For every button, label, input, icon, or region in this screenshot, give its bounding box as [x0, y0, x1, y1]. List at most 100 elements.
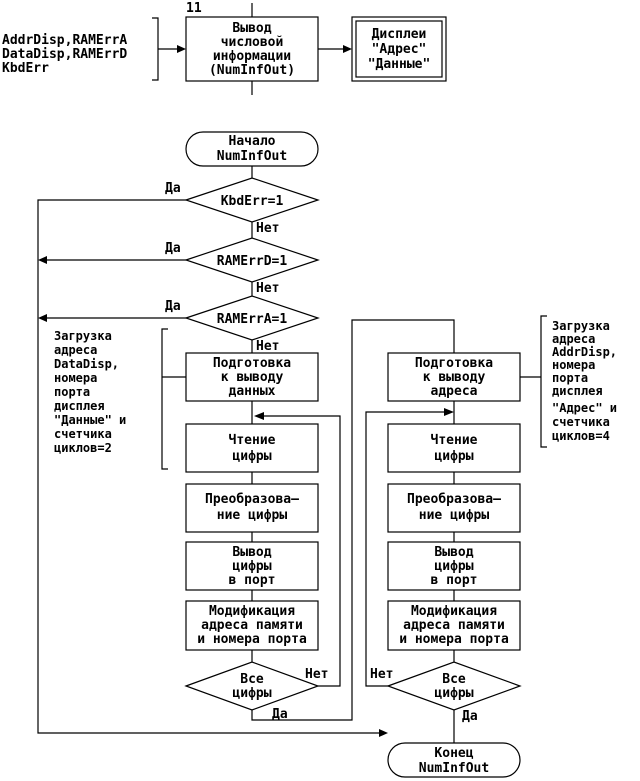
- right-modify-block: [387, 600, 521, 651]
- right-comment-5: порта: [552, 371, 588, 385]
- decision-ramerra: [184, 295, 320, 341]
- right-prepare-2: к выводу: [423, 370, 486, 385]
- arrowhead: [38, 314, 47, 322]
- left-loop-line: [264, 415, 341, 687]
- no-label: Нет: [256, 339, 279, 354]
- right-read-block: [387, 423, 521, 473]
- left-prepare-1: Подготовка: [213, 356, 291, 371]
- decision-ramerra-label: RAMErrA=1: [217, 312, 288, 327]
- right-comment: Загрузка адреса AddrDisp, номера порта д…: [552, 319, 617, 443]
- input-line-1: AddrDisp,RAMErrA: [2, 33, 127, 48]
- left-exit-line: [251, 319, 455, 721]
- start-label-1: Начало: [229, 134, 276, 149]
- left-convert-1: Преобразова–: [205, 492, 299, 507]
- left-comment-2: адреса: [54, 343, 97, 357]
- yes-label: Да: [165, 181, 181, 196]
- right-read-2: цифры: [434, 449, 473, 464]
- right-comment-1: Загрузка: [552, 319, 610, 333]
- decision-all-left: [184, 661, 320, 711]
- left-comment-8: счетчика: [54, 427, 112, 441]
- left-comment-brace: [161, 328, 168, 470]
- right-comment-3: AddrDisp,: [552, 345, 617, 359]
- right-output-2: цифры: [434, 559, 473, 574]
- decision-kbderr: [184, 177, 320, 223]
- block-number: 11: [186, 1, 202, 16]
- left-comment-4: номера: [54, 371, 97, 385]
- right-prepare-1: Подготовка: [415, 356, 493, 371]
- right-modify-2: адреса памяти: [403, 618, 505, 633]
- input-line-3: KbdErr: [2, 61, 49, 76]
- display-label-3: "Данные": [368, 57, 431, 72]
- end-terminal: [387, 742, 521, 778]
- decision-ramerrd-label: RAMErrD=1: [217, 254, 288, 269]
- inputs-brace: [152, 17, 159, 81]
- decision-all-right: [386, 661, 522, 711]
- left-modify-1: Модификация: [209, 604, 295, 619]
- yes-label: Да: [165, 241, 181, 256]
- left-output-2: цифры: [232, 559, 271, 574]
- right-comment-4: номера: [552, 358, 595, 372]
- no-label: Нет: [305, 667, 328, 682]
- left-prepare-3: данных: [229, 384, 276, 399]
- block-label-4: (NumInfOut): [209, 63, 295, 78]
- left-all-1: Все: [240, 672, 264, 687]
- left-read-block: [185, 423, 319, 473]
- left-modify-3: и номера порта: [197, 632, 307, 647]
- display-label-2: "Адрес": [372, 42, 427, 57]
- right-modify-3: и номера порта: [399, 632, 509, 647]
- left-modify-2: адреса памяти: [201, 618, 303, 633]
- decision-ramerrd: [184, 237, 320, 283]
- left-modify-block: [185, 600, 319, 651]
- arrowhead: [379, 729, 388, 737]
- no-label: Нет: [370, 667, 393, 682]
- left-prepare-block: [185, 352, 319, 402]
- left-all-2: цифры: [232, 686, 271, 701]
- left-comment-7: "Данные" и: [54, 413, 126, 427]
- display-block-outer: [351, 16, 447, 82]
- right-modify-1: Модификация: [411, 604, 497, 619]
- left-read-2: цифры: [232, 449, 271, 464]
- block-label-3: информации: [213, 49, 291, 64]
- left-comment: Загрузка адреса DataDisp, номера порта д…: [54, 329, 126, 455]
- start-label-2: NumInfOut: [217, 149, 287, 164]
- arrowhead: [254, 412, 264, 420]
- right-output-3: в порт: [431, 573, 478, 588]
- right-comment-9: циклов=4: [552, 429, 610, 443]
- left-comment-6: дисплея: [54, 399, 105, 413]
- end-label-2: NumInfOut: [419, 761, 489, 776]
- right-prepare-3: адреса: [431, 384, 478, 399]
- right-convert-1: Преобразова–: [407, 492, 501, 507]
- right-output-block: [387, 541, 521, 591]
- end-label-1: Конец: [434, 746, 473, 761]
- right-convert-block: [387, 483, 521, 533]
- block-label-2: числовой: [221, 35, 284, 50]
- right-comment-7: "Адрес" и: [552, 401, 617, 415]
- arrowhead: [38, 256, 47, 264]
- right-comment-8: счетчика: [552, 415, 610, 429]
- right-comment-6: дисплея: [552, 384, 603, 398]
- no-label: Нет: [256, 221, 279, 236]
- right-prepare-block: [387, 352, 521, 402]
- yes-label: Да: [462, 709, 478, 724]
- left-comment-1: Загрузка: [54, 329, 112, 343]
- kbd-yes-bus: [37, 199, 380, 734]
- left-comment-5: порта: [54, 385, 90, 399]
- left-comment-3: DataDisp,: [54, 357, 119, 371]
- left-convert-block: [185, 483, 319, 533]
- decision-kbderr-label: KbdErr=1: [221, 194, 284, 209]
- left-output-3: в порт: [229, 573, 276, 588]
- right-all-2: цифры: [434, 686, 473, 701]
- left-prepare-2: к выводу: [221, 370, 284, 385]
- block-label-1: Вывод: [232, 21, 271, 36]
- yes-label: Да: [272, 707, 288, 722]
- display-block-inner: [355, 20, 443, 78]
- left-output-block: [185, 541, 319, 591]
- left-read-1: Чтение: [229, 433, 276, 448]
- no-label: Нет: [256, 281, 279, 296]
- left-convert-2: ние цифры: [217, 508, 288, 523]
- left-comment-9: циклов=2: [54, 441, 112, 455]
- right-convert-2: ние цифры: [419, 508, 490, 523]
- right-output-1: Вывод: [434, 545, 473, 560]
- right-loop-line: [365, 411, 444, 687]
- left-output-1: Вывод: [232, 545, 271, 560]
